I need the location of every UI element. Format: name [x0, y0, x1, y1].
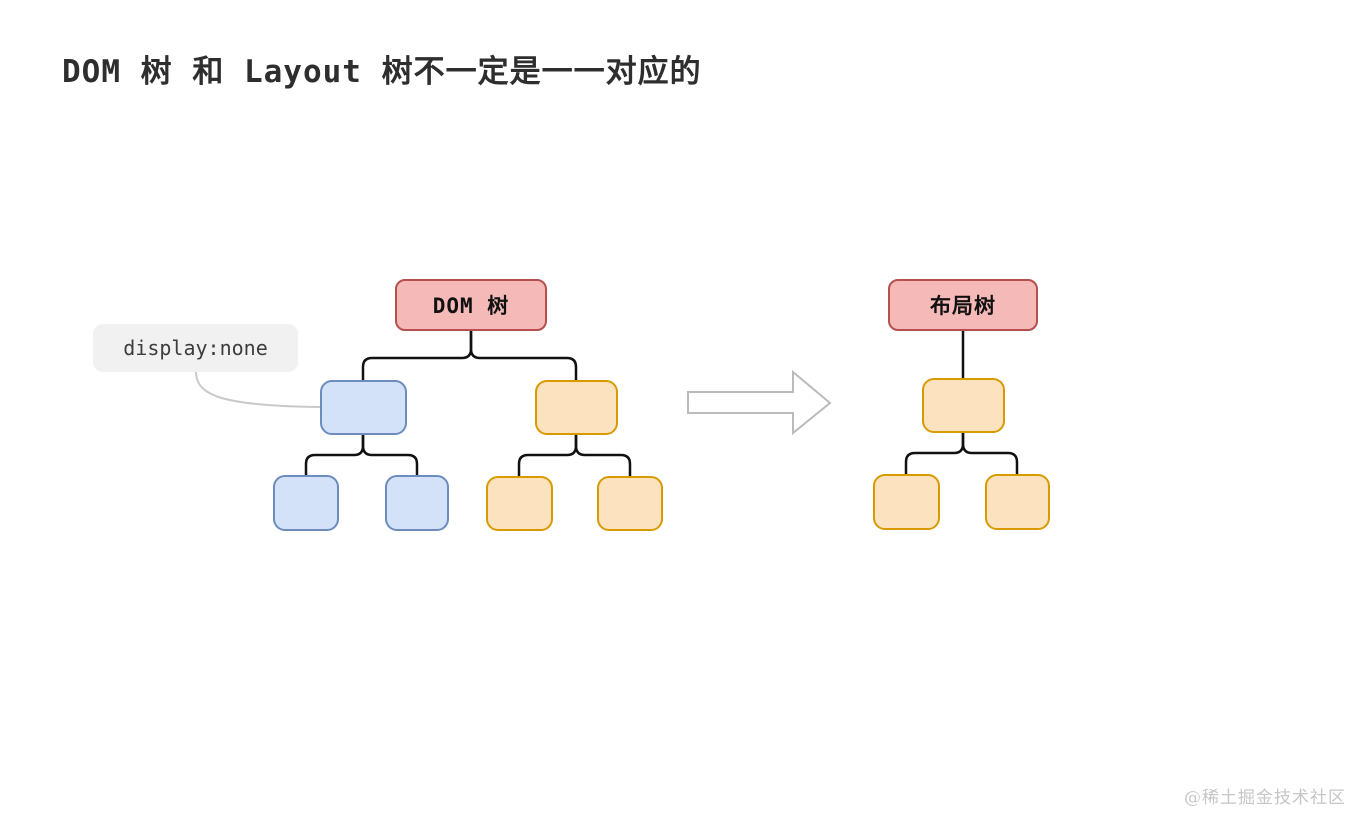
- dom-tree-visible-leaf-2: [597, 476, 663, 531]
- page-title: DOM 树 和 Layout 树不一定是一一对应的: [62, 54, 702, 90]
- dom-tree-root-label: DOM 树: [432, 294, 510, 318]
- layout-tree-root-label: 布局树: [930, 294, 996, 318]
- layout-tree-root-node: 布局树: [888, 279, 1038, 331]
- right-arrow-icon: [687, 369, 832, 436]
- dom-tree-hidden-node: [320, 380, 407, 435]
- dom-tree-visible-node: [535, 380, 618, 435]
- annotation-leader-line: [195, 370, 321, 408]
- dom-tree-hidden-leaf-1: [273, 475, 339, 531]
- watermark: @稀土掘金技术社区: [1184, 788, 1346, 808]
- display-none-annotation: display:none: [93, 324, 298, 372]
- dom-tree-visible-leaf-1: [486, 476, 553, 531]
- dom-tree-hidden-leaf-2: [385, 475, 449, 531]
- layout-tree-leaf-1: [873, 474, 940, 530]
- layout-tree-child-node: [922, 378, 1005, 433]
- display-none-annotation-text: display:none: [123, 336, 268, 360]
- dom-tree-root-node: DOM 树: [395, 279, 547, 331]
- layout-tree-leaf-2: [985, 474, 1050, 530]
